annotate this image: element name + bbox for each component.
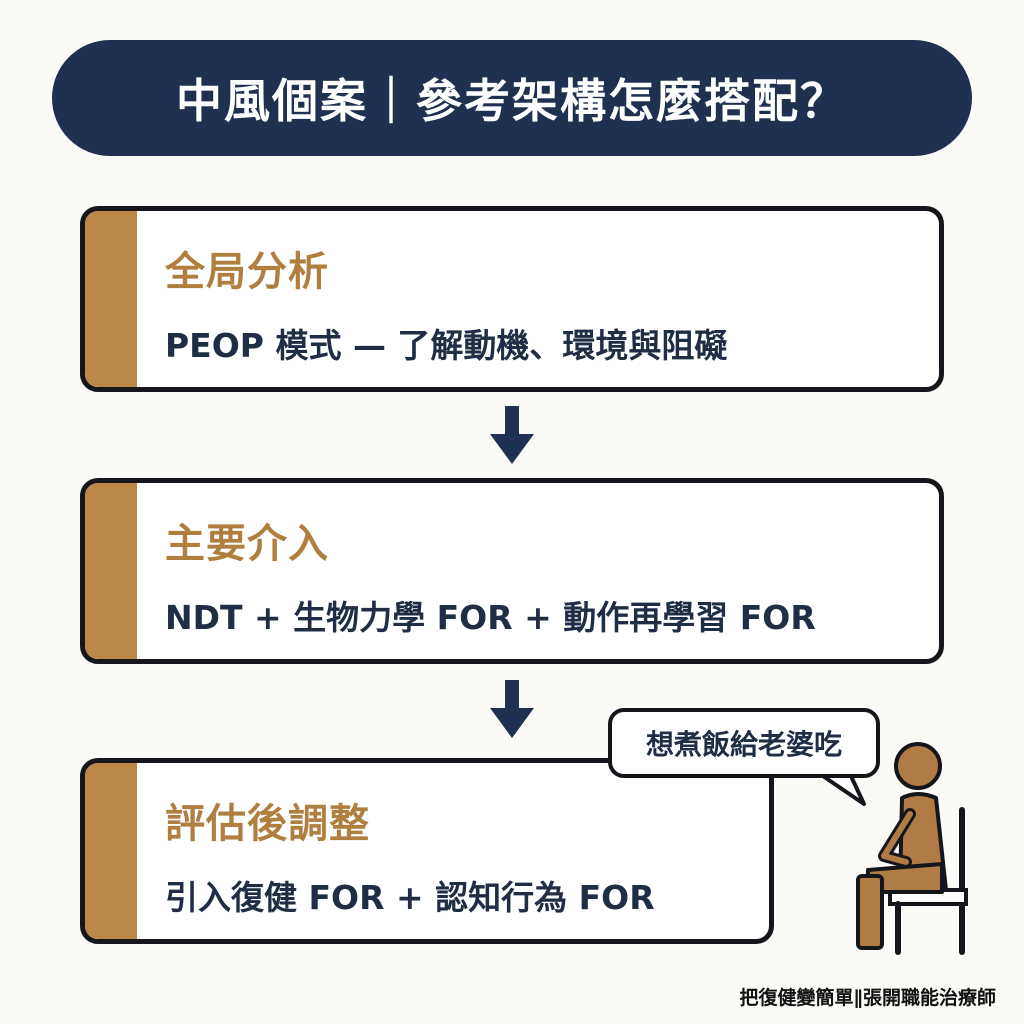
step-heading: 主要介入 bbox=[165, 521, 329, 567]
speech-text: 想煮飯給老婆吃 bbox=[645, 728, 842, 761]
step-body: 引入復健 FOR + 認知行為 FOR bbox=[165, 878, 655, 917]
step-card-adjustment: 評估後調整 引入復健 FOR + 認知行為 FOR bbox=[80, 758, 774, 944]
accent-bar bbox=[85, 211, 137, 387]
accent-bar bbox=[85, 483, 137, 659]
page-title: 中風個案｜參考架構怎麼搭配？ bbox=[176, 74, 848, 128]
footer-credit: 把復健變簡單∥張開職能治療師 bbox=[739, 987, 996, 1009]
title-banner: 中風個案｜參考架構怎麼搭配？ bbox=[52, 40, 972, 156]
step-body: PEOP 模式 — 了解動機、環境與阻礙 bbox=[165, 326, 728, 365]
step-card-analysis: 全局分析 PEOP 模式 — 了解動機、環境與阻礙 bbox=[80, 206, 944, 392]
step-body: NDT + 生物力學 FOR + 動作再學習 FOR bbox=[165, 598, 816, 637]
seated-person-icon bbox=[856, 742, 968, 955]
speech-bubble: 想煮飯給老婆吃 bbox=[608, 708, 880, 778]
step-heading: 評估後調整 bbox=[165, 801, 370, 847]
step-heading: 全局分析 bbox=[165, 249, 329, 295]
accent-bar bbox=[85, 763, 137, 939]
speech-bubble-tail bbox=[814, 772, 866, 806]
down-arrow-icon bbox=[490, 680, 534, 738]
down-arrow-icon bbox=[490, 406, 534, 464]
step-card-intervention: 主要介入 NDT + 生物力學 FOR + 動作再學習 FOR bbox=[80, 478, 944, 664]
